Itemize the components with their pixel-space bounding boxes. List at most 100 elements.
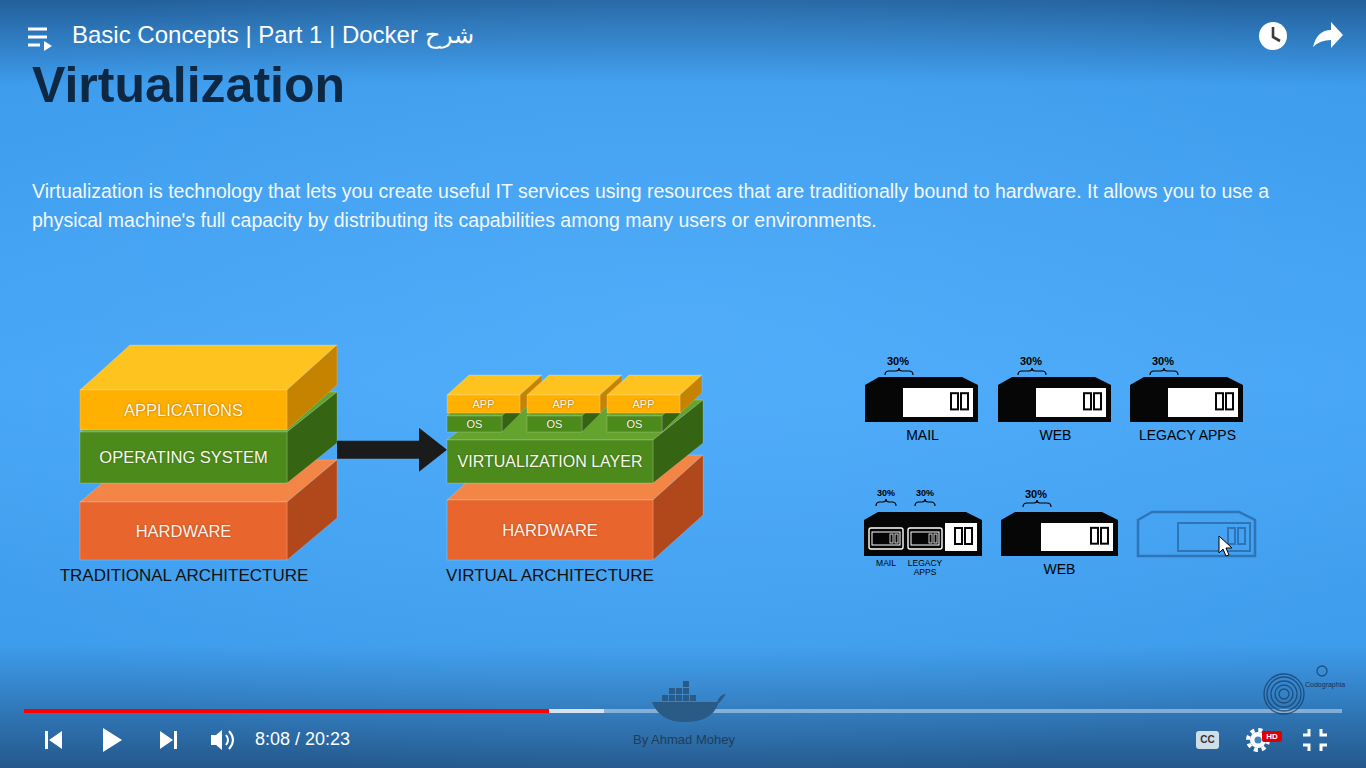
server-slot — [1216, 393, 1223, 409]
face-text-area: APP — [527, 395, 600, 413]
video-title: Basic Concepts | Part 1 | Docker شرح — [72, 21, 474, 50]
layer-label: OS — [467, 419, 483, 430]
brace — [876, 499, 896, 506]
slab-side — [287, 460, 337, 560]
cc-button — [1196, 731, 1219, 749]
whale-container — [669, 688, 675, 694]
mini-server-slot — [934, 534, 937, 543]
whale-container — [676, 695, 682, 701]
whale-container — [669, 695, 675, 701]
architecture-caption: VIRTUAL ARCHITECTURE — [400, 566, 700, 586]
slab-front — [527, 395, 600, 413]
server-slot — [1226, 393, 1233, 409]
next-bar — [174, 731, 177, 749]
mini-server-slot — [895, 534, 898, 543]
combined-server-icon — [864, 512, 982, 556]
block-arrow — [337, 441, 419, 459]
hd-badge — [1262, 731, 1282, 742]
percent-label: 30% — [1011, 355, 1051, 367]
slab-front — [447, 395, 520, 413]
next-triangle — [160, 731, 173, 749]
architecture-caption: TRADITIONAL ARCHITECTURE — [24, 566, 344, 586]
logo-dot — [1317, 666, 1327, 676]
layer-label: HARDWARE — [136, 523, 232, 540]
clock-hands — [1273, 27, 1280, 41]
percent-label: 30% — [1016, 488, 1056, 500]
server-slot — [951, 393, 958, 409]
layer-label: APP — [472, 399, 494, 410]
brace — [915, 499, 935, 506]
logo-ring — [1275, 685, 1293, 703]
layer-label: APP — [552, 399, 574, 410]
logo-ring — [1271, 681, 1297, 707]
logo-ring — [1264, 674, 1304, 714]
server-caption: WEB — [991, 562, 1128, 577]
server-panel — [1168, 388, 1238, 417]
server-caption: LEGACY APPS — [903, 559, 947, 578]
face-text-area: APP — [607, 395, 680, 413]
server-caption: MAIL — [864, 559, 908, 568]
playlist-triangle — [44, 41, 52, 51]
percent-label: 30% — [866, 489, 906, 499]
server-slot — [965, 528, 972, 544]
cc-button-text: CC — [1196, 731, 1219, 749]
face-text-area: APPLICATIONS — [80, 390, 287, 430]
server-slot — [955, 528, 962, 544]
mini-server-panel — [911, 532, 939, 545]
brace — [885, 368, 913, 375]
server-icon: 30% WEB — [991, 486, 1128, 581]
slab-shape — [607, 375, 702, 413]
server-slot — [1091, 528, 1098, 544]
time-display: 8:08 / 20:23 — [255, 729, 350, 751]
face-text-area: HARDWARE — [447, 500, 653, 560]
slab-front — [607, 395, 680, 413]
slab-front — [447, 440, 653, 483]
percent-label: 30% — [878, 355, 918, 367]
mini-server-panel — [872, 532, 900, 545]
layer-label: OS — [627, 419, 643, 430]
slab-front — [607, 416, 662, 432]
virtual-server-icon: 30% MAIL — [866, 487, 906, 579]
prev-bar — [45, 731, 48, 749]
progress-buffer — [549, 709, 604, 713]
layer-label: VIRTUALIZATION LAYER — [458, 454, 643, 470]
whale-container — [683, 695, 689, 701]
docker-whale-logo — [652, 681, 726, 722]
server-icon: 30%MAIL — [855, 352, 990, 447]
server-slot — [1238, 528, 1245, 544]
channel-logo — [1264, 666, 1327, 714]
server-slot — [1094, 393, 1101, 409]
logo-ring — [1279, 689, 1289, 699]
hd-badge-text: HD — [1262, 731, 1282, 742]
slab-front — [80, 390, 287, 430]
app-block: APP — [607, 375, 702, 413]
freed-server-icon — [1138, 512, 1255, 556]
face-text-area: VIRTUALIZATION LAYER — [447, 440, 653, 483]
layer-label: OS — [547, 419, 563, 430]
virtual-server-icon: 30%LEGACY APPS — [905, 487, 945, 579]
player-controls — [45, 728, 1327, 752]
slab-front — [80, 502, 287, 560]
face-text-area: OPERATING SYSTEM — [80, 432, 287, 483]
share-icon — [1313, 22, 1343, 48]
progress-played — [24, 709, 549, 713]
volume-speaker — [211, 730, 222, 750]
layer-label: HARDWARE — [502, 522, 598, 539]
whale-container — [676, 688, 682, 694]
face-text-area: OS — [447, 416, 502, 432]
server-body — [998, 377, 1111, 422]
logo-ring — [1267, 677, 1301, 711]
slab-front — [527, 416, 582, 432]
clock-face — [1259, 22, 1287, 50]
face-text-area: OS — [527, 416, 582, 432]
whale-container — [683, 688, 689, 694]
slab-top — [447, 398, 520, 416]
server-body — [1130, 377, 1243, 422]
whale-container — [690, 695, 696, 701]
server-body — [1001, 512, 1118, 556]
brace — [1150, 368, 1178, 375]
layer-slab: APPLICATIONS — [80, 345, 337, 430]
watermark: Codographia — [1305, 681, 1345, 689]
